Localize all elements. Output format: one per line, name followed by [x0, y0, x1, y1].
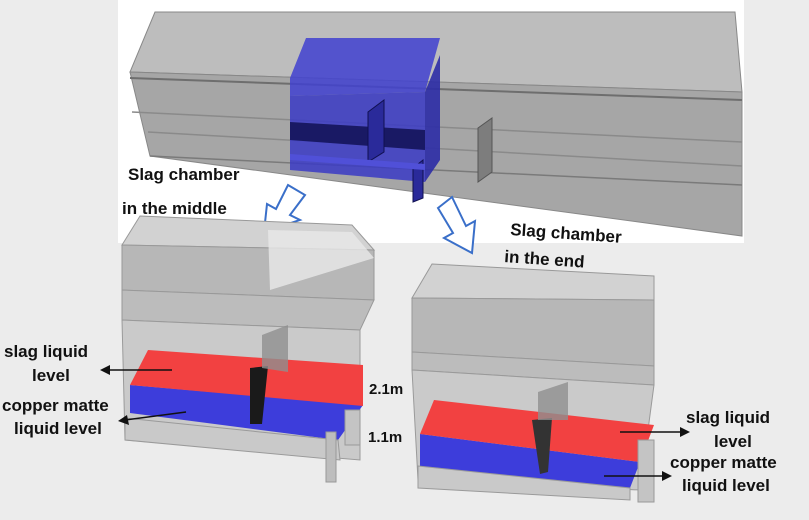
left-slag-label-line2: level [32, 366, 70, 385]
model-end-chamber [411, 263, 655, 503]
left-slag-arrow-icon [100, 365, 172, 375]
caption-end-line2: in the end [504, 247, 585, 272]
dimension-lower: 1.1m [368, 429, 402, 446]
left-matte-label-line1: copper matte [2, 396, 109, 415]
right-matte-label-line1: copper matte [670, 453, 777, 472]
right-slag-label-line1: slag liquid [686, 408, 770, 427]
caption-middle-line2: in the middle [122, 199, 227, 218]
dimension-upper: 2.1m [369, 381, 403, 398]
right-matte-arrow-icon [604, 471, 672, 481]
left-matte-label-line2: liquid level [14, 419, 102, 438]
slag-chamber-highlight [290, 38, 440, 203]
left-slag-label-line1: slag liquid [4, 342, 88, 361]
right-slag-label-line2: level [714, 432, 752, 451]
right-slag-arrow-icon [620, 427, 690, 437]
left-matte-arrow-icon [118, 411, 187, 425]
caption-middle-line1: Slag chamber [128, 165, 240, 184]
arrow-to-end-icon [436, 195, 477, 255]
matte-layer-right [420, 434, 640, 488]
model-middle-chamber [121, 215, 376, 483]
slag-layer-left [130, 350, 363, 406]
right-matte-label-line2: liquid level [682, 476, 770, 495]
matte-layer-left [130, 385, 363, 440]
